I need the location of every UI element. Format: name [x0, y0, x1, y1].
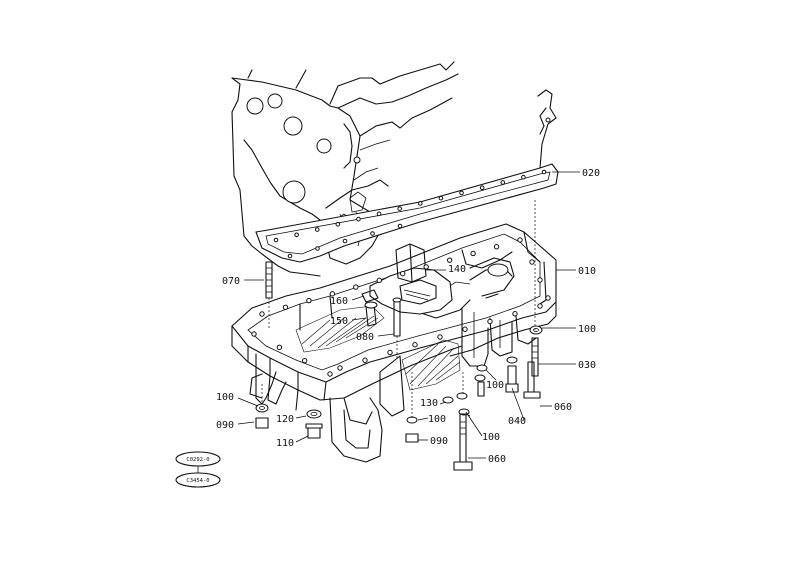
bolt-hole	[423, 264, 429, 270]
bolt-hole	[438, 195, 444, 201]
callout-090-center: 090	[430, 436, 448, 447]
bolt-hole	[314, 227, 320, 232]
callout-130: 130	[420, 398, 438, 409]
bolt-hole	[437, 334, 443, 340]
bolt-hole	[512, 311, 518, 317]
bolt-hole	[397, 206, 402, 211]
bolt-hole	[537, 303, 543, 309]
bolt-hole	[342, 238, 348, 244]
bolt-hole	[287, 253, 293, 259]
bolt-hole	[529, 259, 535, 265]
stamp-top-text: C0292-0	[186, 457, 209, 463]
bolt-hole	[412, 342, 418, 348]
bolt-hole	[462, 326, 468, 332]
bolt-hole	[493, 244, 500, 250]
bolt-holes	[251, 169, 551, 377]
bolt-hole	[537, 277, 543, 283]
bolt-hole	[251, 331, 257, 337]
bolt-hole	[329, 291, 336, 297]
bolt-hole	[273, 237, 279, 243]
bolt-hole	[541, 169, 547, 175]
bolt-hole	[301, 357, 308, 364]
bolt-hole	[387, 349, 393, 356]
callout-010: 010	[578, 266, 596, 277]
bolt-hole	[400, 270, 406, 277]
bolt-hole	[517, 237, 523, 243]
callout-100-left: 100	[216, 392, 234, 403]
bolt-hole	[282, 304, 289, 310]
bolt-hole	[353, 284, 359, 290]
bolt-hole	[545, 295, 551, 301]
stamp-bottom-text: C3454-0	[186, 478, 209, 484]
bolt-hole	[376, 211, 382, 217]
bolt-hole	[259, 311, 265, 317]
bolt-hole	[362, 357, 368, 363]
bolt-hole	[418, 201, 423, 206]
bolt-hole	[459, 190, 464, 196]
bolt-hole	[470, 250, 476, 257]
callout-labels: 020 010 070 140 160 150 080 100 030 100 …	[216, 168, 600, 465]
upper-bracket	[537, 89, 557, 169]
leader-lines	[237, 171, 580, 459]
callout-120: 120	[276, 414, 294, 425]
callout-100-center: 100	[428, 414, 446, 425]
bolt-hole	[397, 223, 403, 229]
callout-020: 020	[582, 168, 600, 179]
callout-070: 070	[222, 276, 240, 287]
bolt-hole	[356, 216, 361, 222]
bolt-hole	[335, 222, 341, 227]
bolt-hole	[327, 371, 333, 377]
bolt-hole	[446, 257, 453, 263]
callout-060-right: 060	[554, 402, 572, 413]
bolt-hole	[479, 185, 485, 190]
callout-060-bottom: 060	[488, 454, 506, 465]
callout-100-top: 100	[578, 324, 596, 335]
bolt-hole	[315, 246, 320, 251]
bolt-hole	[294, 232, 299, 238]
bolt-hole	[306, 297, 312, 304]
hardware	[255, 200, 543, 471]
callout-030: 030	[578, 360, 596, 371]
bolt-hole	[500, 180, 506, 185]
bolt-hole	[376, 277, 382, 284]
callout-100-mid: 100	[486, 380, 504, 391]
bolt-hole	[370, 231, 375, 236]
callout-160: 160	[330, 296, 348, 307]
bolt-hole	[337, 365, 343, 371]
callout-090-left: 090	[216, 420, 234, 431]
callout-080: 080	[356, 332, 374, 343]
callout-140: 140	[448, 264, 466, 275]
bolt-hole	[276, 344, 283, 351]
callout-040: 040	[508, 416, 526, 427]
callout-110: 110	[276, 438, 294, 449]
drawing-number-stamp: C0292-0 C3454-0	[175, 451, 221, 488]
callout-150: 150	[330, 316, 348, 327]
callout-100-lower: 100	[482, 432, 500, 443]
bolt-hole	[521, 174, 526, 180]
bolt-hole	[487, 318, 493, 325]
